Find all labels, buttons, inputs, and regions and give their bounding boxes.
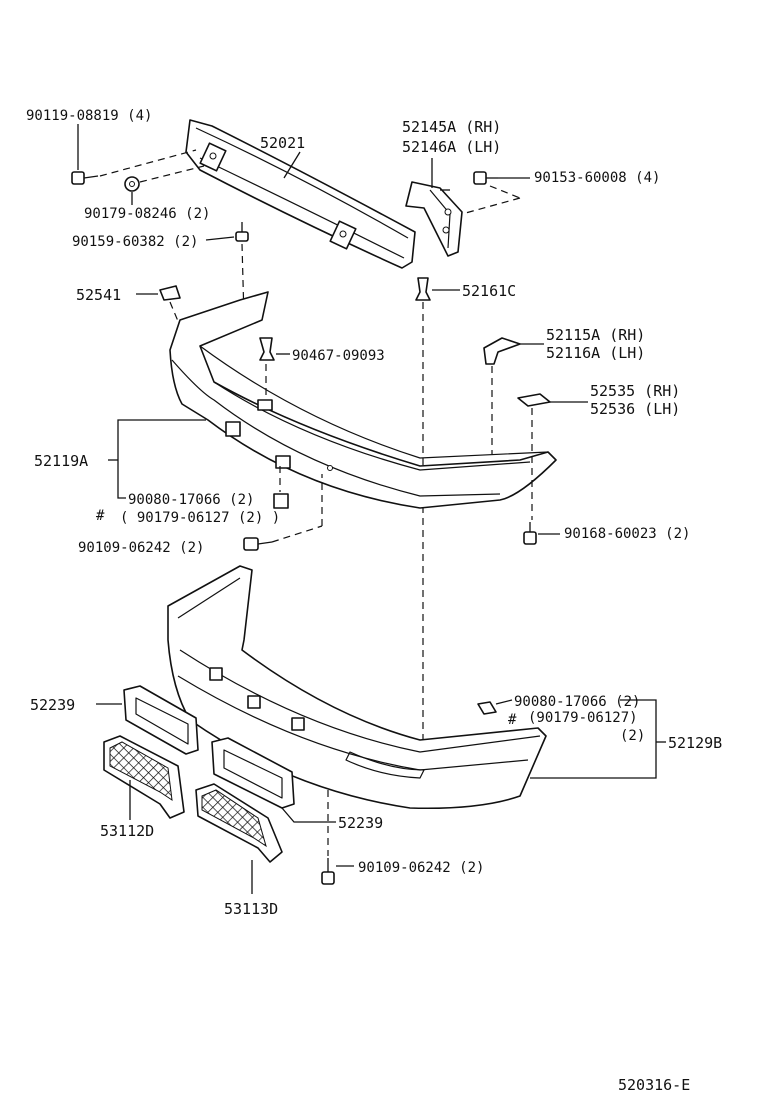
label-90080-17066-a: 90080-17066 (2) — [128, 492, 254, 508]
bolt-90153 — [473, 171, 498, 185]
front-bumper-lower — [167, 565, 547, 810]
clip-52541 — [159, 285, 181, 301]
label-52161c: 52161C — [462, 282, 516, 300]
grille-insert-right — [195, 783, 283, 863]
grille-gasket-left — [123, 685, 199, 755]
label-52145a: 52145A (RH) — [402, 118, 501, 136]
bumper-arm-bracket — [405, 181, 463, 257]
label-90179-06127-b-qty: (2) — [620, 728, 645, 744]
label-90153-60008: 90153-60008 (4) — [534, 170, 660, 186]
label-53112d: 53112D — [100, 822, 154, 840]
label-90179-06127-b: (90179-06127) — [528, 710, 638, 726]
label-90168-60023: 90168-60023 (2) — [564, 526, 690, 542]
label-52021: 52021 — [260, 134, 305, 152]
bumper-side-retainer — [483, 337, 521, 365]
front-bumper-cover-upper — [169, 291, 557, 509]
bolt-90109-a — [243, 537, 273, 551]
label-90119-08819: 90119-08819 (4) — [26, 108, 152, 124]
label-52541: 52541 — [76, 286, 121, 304]
label-52115a: 52115A (RH) — [546, 326, 645, 344]
grille-insert-left — [103, 735, 185, 819]
label-90109-06242-a: 90109-06242 (2) — [78, 540, 204, 556]
bolt-90159 — [235, 222, 249, 242]
clip-90080-b — [477, 701, 497, 715]
label-52146a: 52146A (LH) — [402, 138, 501, 156]
label-52536: 52536 (LH) — [590, 400, 680, 418]
bolt-90119 — [71, 171, 99, 185]
label-52239-a: 52239 — [30, 696, 75, 714]
hash-mark-b: # — [508, 712, 517, 728]
label-52239-b: 52239 — [338, 814, 383, 832]
label-52119a: 52119A — [34, 452, 88, 470]
nut-90179-08246 — [124, 176, 140, 192]
label-90080-17066-b: 90080-17066 (2) — [514, 694, 640, 710]
label-52116a: 52116A (LH) — [546, 344, 645, 362]
bumper-reinforcement — [185, 119, 416, 269]
label-52129b: 52129B — [668, 734, 722, 752]
label-52535: 52535 (RH) — [590, 382, 680, 400]
bumper-side-support — [517, 393, 551, 407]
bolt-90109-b — [321, 858, 335, 885]
clip-90080-a — [273, 493, 289, 509]
label-90179-08246: 90179-08246 (2) — [84, 206, 210, 222]
clip-90467 — [259, 337, 275, 361]
label-90467-09093: 90467-09093 — [292, 348, 385, 364]
label-90179-06127-a: ( 90179-06127 (2) ) — [120, 510, 280, 526]
clip-52161c — [415, 277, 431, 301]
grille-gasket-right — [211, 737, 295, 809]
bolt-90168 — [523, 522, 537, 545]
label-90109-06242-b: 90109-06242 (2) — [358, 860, 484, 876]
hash-mark-a: # — [96, 508, 105, 524]
figure-code: 520316-E — [618, 1076, 690, 1094]
label-53113d: 53113D — [224, 900, 278, 918]
label-90159-60382: 90159-60382 (2) — [72, 234, 198, 250]
